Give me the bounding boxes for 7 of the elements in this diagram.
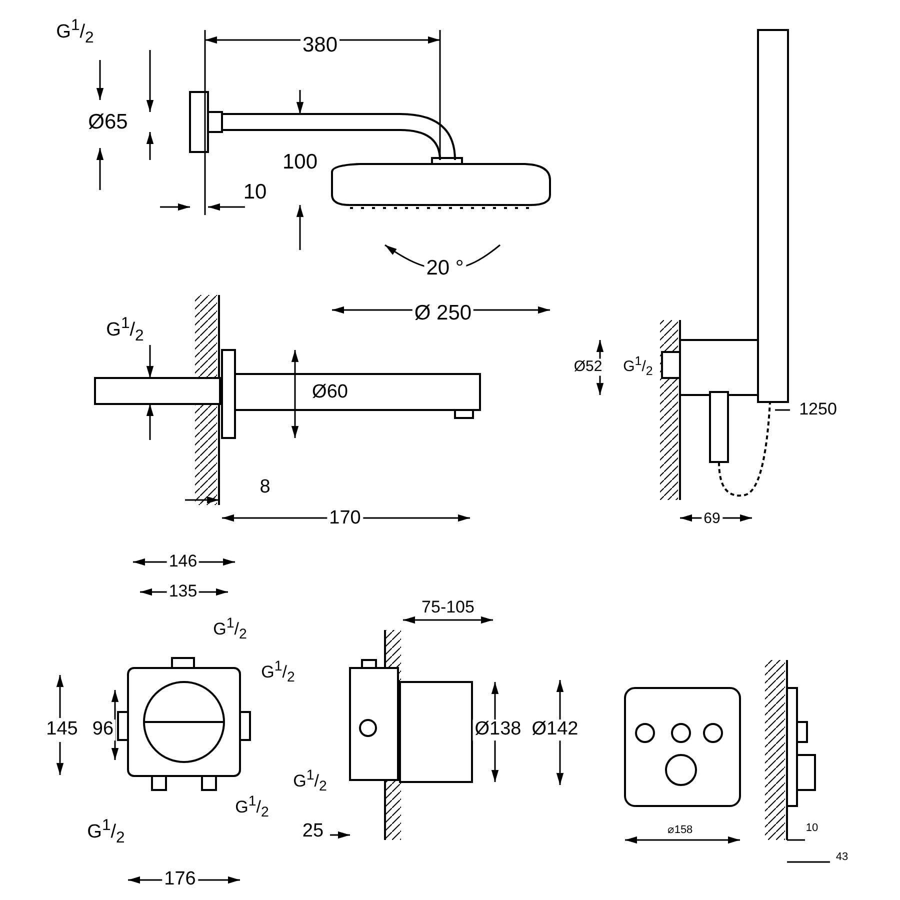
dimension-label: Ø142 (530, 720, 580, 740)
dimension-label: Ø138 (472, 720, 524, 740)
dimension-label: ⌀158 (665, 824, 695, 836)
dimension-label: 10 (804, 822, 820, 834)
dimension-label: 43 (834, 850, 850, 864)
dimension-label: Ø52 (572, 358, 604, 376)
dimension-label: 96 (90, 720, 116, 740)
